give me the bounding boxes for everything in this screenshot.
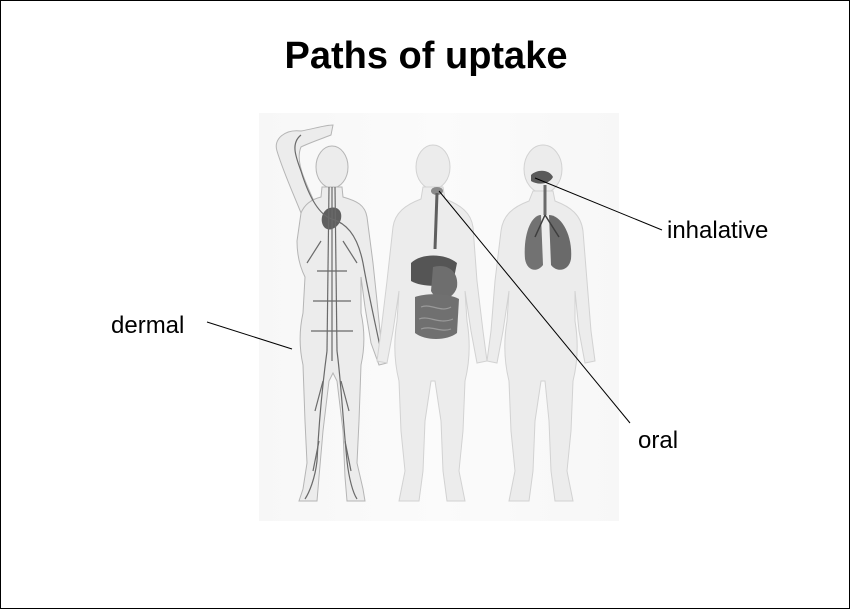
head: [416, 145, 450, 189]
head: [316, 146, 348, 188]
dermal-label: dermal: [111, 314, 184, 338]
esophagus: [435, 193, 437, 249]
head: [524, 145, 562, 193]
intestines: [415, 294, 459, 339]
oral-label: oral: [638, 429, 678, 453]
inhalative-label: inhalative: [667, 219, 768, 243]
